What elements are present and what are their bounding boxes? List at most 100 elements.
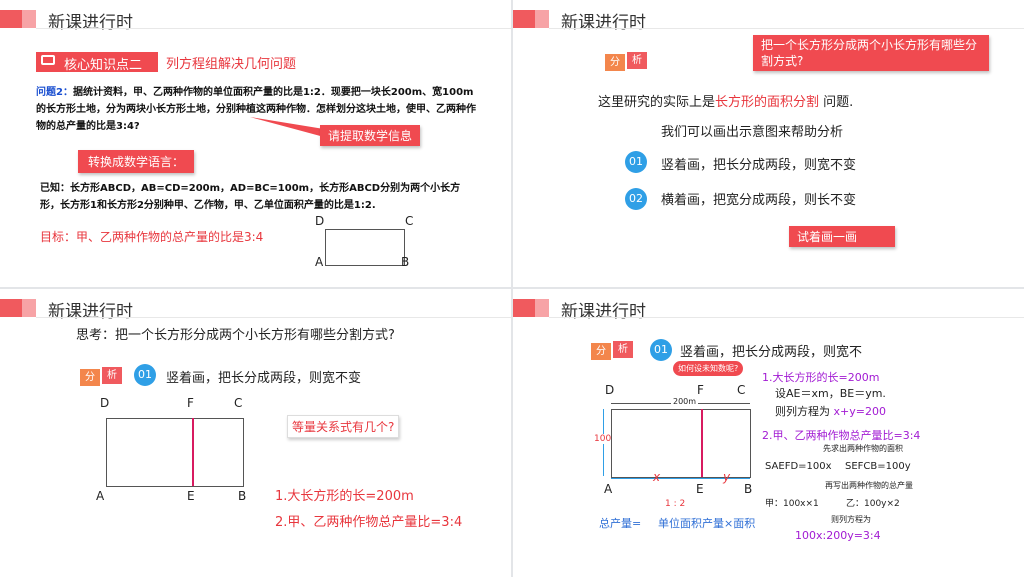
yield-ratio: 1 : 2 [665,499,686,509]
segment-y: y [723,470,731,484]
point-e: E [696,482,704,496]
step-equation-1: 则列方程为 x+y=200 [775,403,886,419]
question-text: 据统计资料，甲、乙两种作物的单位面积产量的比是1:2．现要把一块长200m、宽1… [36,87,476,132]
header-accent-light [535,299,549,317]
callout-extract-info: 请提取数学信息 [320,125,421,146]
header-accent-dark [513,10,535,28]
length-200m: 200m [671,397,699,406]
equation-1: x+y=200 [833,405,886,418]
step-item-vertical: 竖着画，把长分成两段，则宽不变 [661,158,857,173]
corner-d: D [100,396,110,410]
tag-char-2: 析 [613,341,633,358]
yield-yi: 乙：100y×2 [846,499,900,509]
area-2: SEFCB=100y [845,461,911,472]
badge-label: 核心知识点二 [64,58,143,73]
tag-char-1: 分 [591,343,611,360]
laptop-icon [41,55,55,65]
point-e: E [187,489,195,503]
equation-2: 100x:200y=3:4 [795,529,881,542]
header-divider [36,317,511,318]
step-number-01: 01 [625,151,647,173]
callout-pointer [250,117,324,137]
bottom-arrow [611,478,750,479]
slide-panel-1[interactable]: 新课进行时 核心知识点二 列方程组解决几何问题 问题2：据统计资料，甲、乙两种作… [0,0,511,287]
rectangle-abcd [611,409,751,478]
header-accent-light [535,10,549,28]
corner-c: C [737,383,746,397]
corner-c: C [405,214,414,228]
try-draw-button[interactable]: 试着画一画 [789,226,895,247]
slide-panel-2[interactable]: 新课进行时 分 析 把一个长方形分成两个小长方形有哪些分割方式? 这里研究的实际… [513,0,1024,287]
corner-a: A [315,255,324,269]
point-f: F [697,383,704,397]
corner-d: D [605,383,615,397]
segment-x: x [653,470,661,484]
known-conditions: 已知：长方形ABCD，AB=CD=200m，AD=BC=100m，长方形ABCD… [40,183,461,211]
diagram-hint: 我们可以画出示意图来帮助分析 [661,125,844,140]
header-title: 新课进行时 [561,13,646,33]
step-variables: 设AE＝xm，BE＝ym. [775,387,886,400]
header-accent-dark [0,299,22,317]
header-accent-dark [513,299,535,317]
slide-header: 新课进行时 [513,293,1024,325]
header-divider [549,28,1024,29]
question-paragraph: 问题2：据统计资料，甲、乙两种作物的单位面积产量的比是1:2．现要把一块长200… [36,84,476,135]
divider-line-ef [192,418,194,486]
width-100: 100 [594,434,612,444]
total-formula: 单位面积产量×面积 [658,517,756,530]
header-divider [549,317,1024,318]
convert-label: 转换成数学语言： [78,150,195,173]
step-number-01: 01 [650,339,672,361]
header-accent-dark [0,10,22,28]
point-f: F [187,396,194,410]
tag-char-1: 分 [605,54,625,71]
tag-char-2: 析 [627,52,647,69]
step-item-vertical: 竖着画，把长分成两段，则宽不变 [166,371,362,386]
area-1: SAEFD=100x [765,461,832,472]
header-accent-light [22,10,36,28]
callout-split-question: 把一个长方形分成两个小长方形有哪些分割方式? [753,35,989,71]
corner-b: B [401,255,410,269]
step-item-horizontal: 横着画，把宽分成两段，则长不变 [661,193,857,208]
equation-1-prefix: 则列方程为 [775,405,834,418]
question-label: 问题2： [36,87,73,98]
corner-a: A [96,489,105,503]
step-length: 1.大长方形的长=200m [762,371,880,384]
slide-header: 新课进行时 [513,4,1024,36]
research-prefix: 这里研究的实际上是 [598,95,716,110]
note-equation: 则列方程为 [831,515,871,524]
research-line: 这里研究的实际上是长方形的面积分割 问题. [598,91,853,110]
total-label: 总产量= [599,517,642,530]
think-question: 思考：把一个长方形分成两个小长方形有哪些分割方式? [76,328,395,343]
relation-question-box: 等量关系式有几个? [287,415,400,438]
goal-text: 目标：甲、乙两种作物的总产量的比是3:4 [40,230,264,244]
step-number-01: 01 [134,364,156,386]
knowledge-badge: 核心知识点二 [36,52,158,73]
relation-2: 2.甲、乙两种作物总产量比=3:4 [275,515,463,530]
hint-bubble: 如何设未知数呢? [673,361,744,376]
note-yield: 再写出两种作物的总产量 [825,481,913,490]
slide-header: 新课进行时 [0,293,511,325]
step-number-02: 02 [625,188,647,210]
corner-b: B [744,482,753,496]
step-item-vertical: 竖着画，把长分成两段，则宽不 [680,345,863,360]
rectangle-abcd [106,418,244,487]
slide-panel-4[interactable]: 新课进行时 分 析 01 竖着画，把长分成两段，则宽不 如何设未知数呢? 200… [513,289,1024,577]
corner-d: D [315,214,325,228]
tag-char-2: 析 [102,367,122,384]
step-ratio: 2.甲、乙两种作物总产量比=3:4 [762,429,921,442]
research-suffix: 问题. [819,95,854,110]
header-divider [36,28,511,29]
divider-line-ef [701,409,703,477]
research-highlight: 长方形的面积分割 [715,95,820,110]
yield-jia: 甲：100x×1 [765,499,819,509]
slide-panel-3[interactable]: 新课进行时 思考：把一个长方形分成两个小长方形有哪些分割方式? 分 析 01 竖… [0,289,511,577]
header-title: 新课进行时 [561,302,646,322]
relation-1: 1.大长方形的长=200m [275,489,414,504]
corner-a: A [604,482,613,496]
note-area: 先求出两种作物的面积 [823,444,903,453]
corner-b: B [238,489,247,503]
header-title: 新课进行时 [48,302,133,322]
slide-header: 新课进行时 [0,4,511,36]
rectangle-abcd [325,229,405,266]
